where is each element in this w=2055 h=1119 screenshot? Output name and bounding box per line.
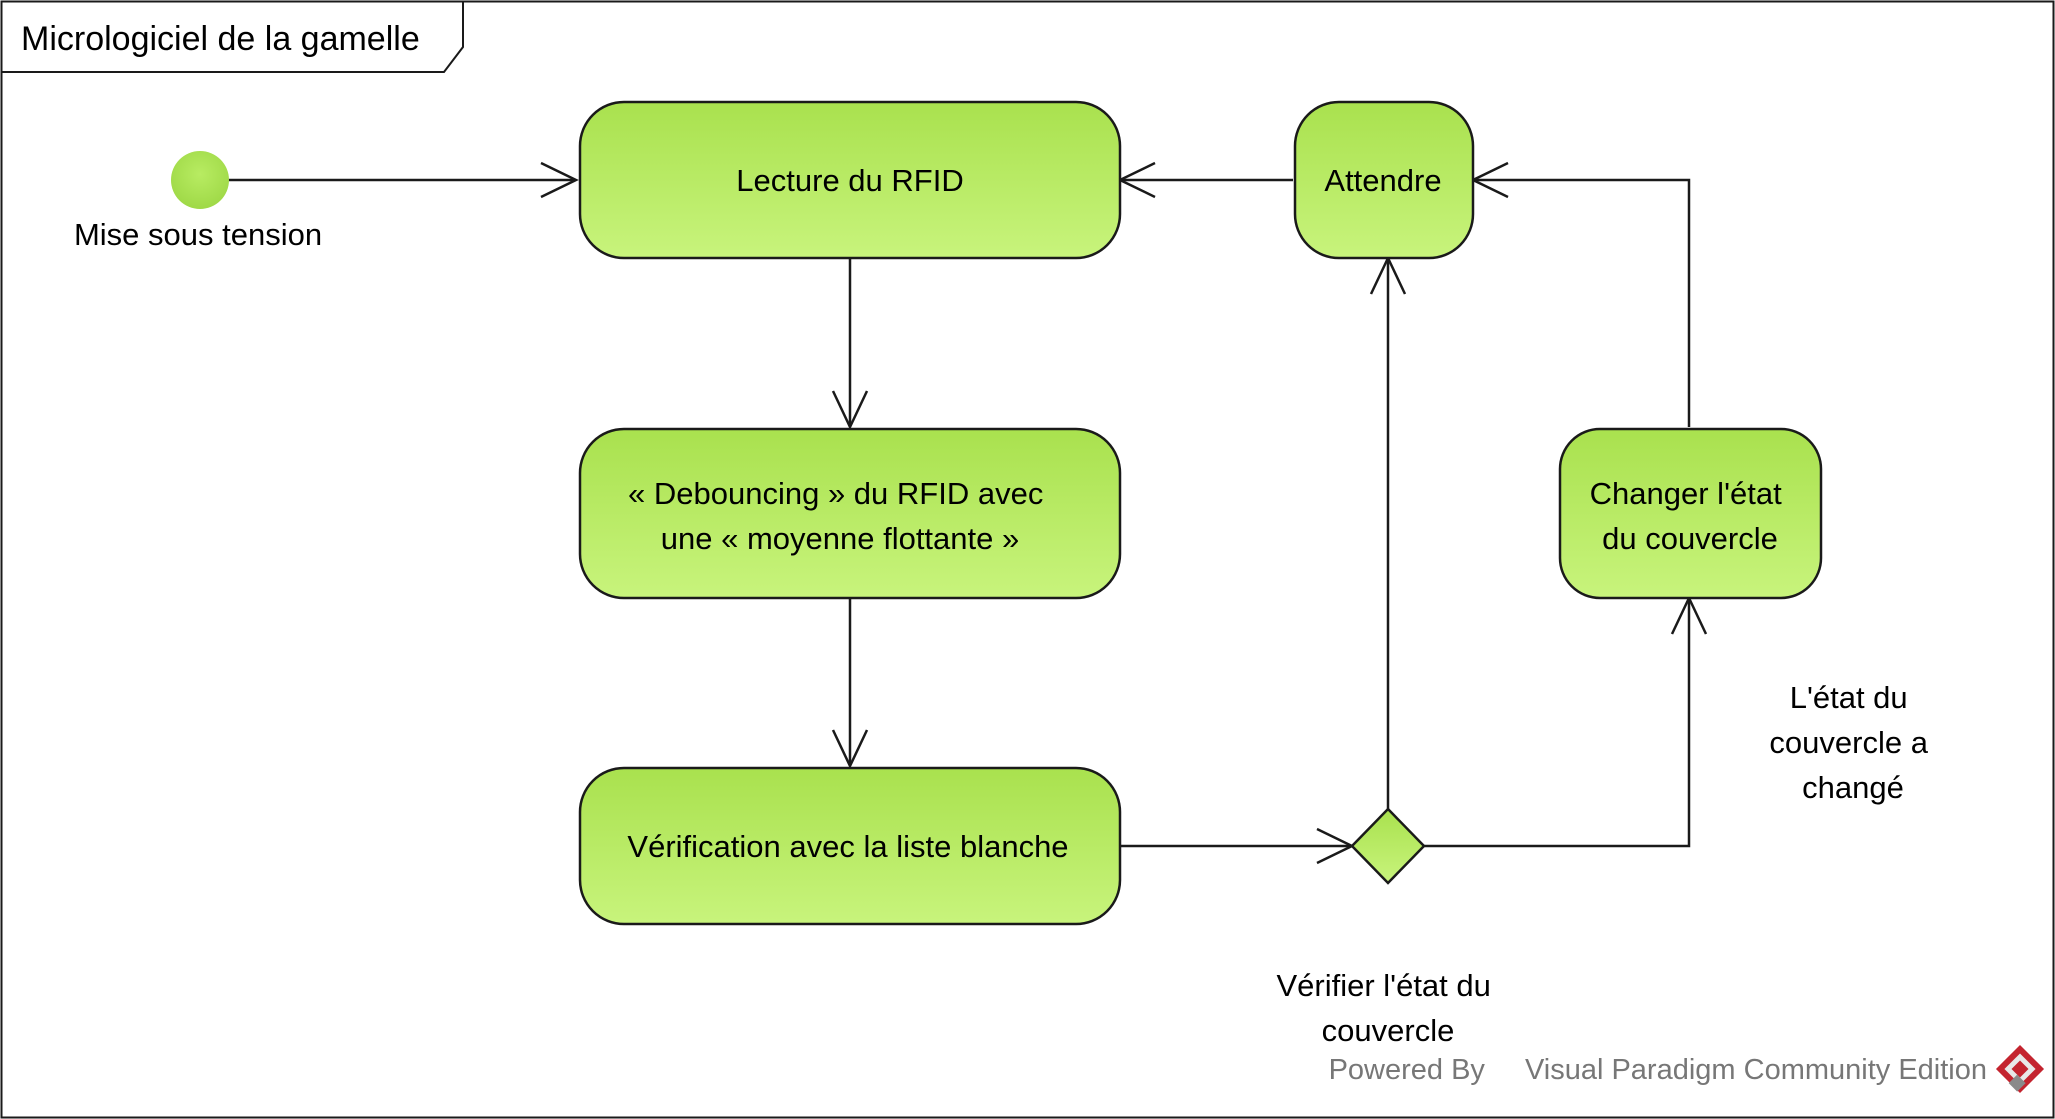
initial-node-label: Mise sous tension (74, 217, 322, 252)
action-lecture-label: Lecture du RFID (736, 163, 963, 198)
action-changer-line-1: Changer l'état (1590, 476, 1782, 511)
action-verification[interactable]: Vérification avec la liste blanche (578, 766, 1122, 926)
svg-text:Lecture du RFID: Lecture du RFID (736, 163, 963, 198)
svg-text:Changer l'état du couver: Changer l'état du couvercle (1590, 476, 1791, 556)
connectors (227, 161, 1708, 865)
svg-text:« Debouncing » du RFID avec: « Debouncing » du RFID avec une « moyenn… (628, 476, 1052, 556)
arrowhead-verification-top (831, 729, 869, 769)
guard-label-line-3: changé (1802, 770, 1904, 805)
svg-text:L'état du couvercle a: L'état du couvercle a changé (1769, 680, 1936, 805)
action-debouncing-line-1: « Debouncing » du RFID avec (628, 476, 1043, 511)
arrowhead-lecture-left (540, 161, 579, 199)
edge-changer-to-attendre (1473, 178, 1691, 427)
svg-text:Vérifier l'état du couverc: Vérifier l'état du couvercle (1276, 968, 1499, 1048)
frame-title-tab (0, 0, 464, 73)
watermark-prefix: Powered By (1329, 1054, 1486, 1086)
decision-label-line-2: couvercle (1322, 1013, 1455, 1048)
decision-label-line-1: Vérifier l'état du (1276, 968, 1490, 1003)
decision-node[interactable] (1350, 807, 1426, 885)
action-debouncing[interactable]: « Debouncing » du RFID avec une « moyenn… (578, 427, 1122, 600)
action-attendre[interactable]: Attendre (1293, 100, 1475, 260)
watermark-product: Visual Paradigm Community Edition (1525, 1054, 1987, 1086)
initial-node[interactable] (171, 151, 229, 209)
action-changer-etat[interactable]: Changer l'état du couvercle (1558, 427, 1823, 600)
svg-text:Attendre: Attendre (1324, 163, 1441, 198)
action-debouncing-line-2: une « moyenne flottante » (661, 521, 1019, 556)
watermark-text: Powered By Visual Paradigm Community Edi… (1329, 1054, 1987, 1086)
action-verification-label: Vérification avec la liste blanche (627, 829, 1068, 864)
guard-label-line-2: couvercle a (1769, 725, 1928, 760)
action-lecture-rfid[interactable]: Lecture du RFID (578, 100, 1122, 260)
arrowhead-debouncing-top (831, 390, 869, 430)
frame-title: Micrologiciel de la gamelle (21, 20, 420, 58)
svg-text:Vérification avec la liste bla: Vérification avec la liste blanche (627, 829, 1068, 864)
action-attendre-label: Attendre (1324, 163, 1441, 198)
action-changer-line-2: du couvercle (1602, 521, 1778, 556)
guard-label-line-1: L'état du (1790, 680, 1908, 715)
edge-decision-to-changer (1424, 598, 1691, 848)
